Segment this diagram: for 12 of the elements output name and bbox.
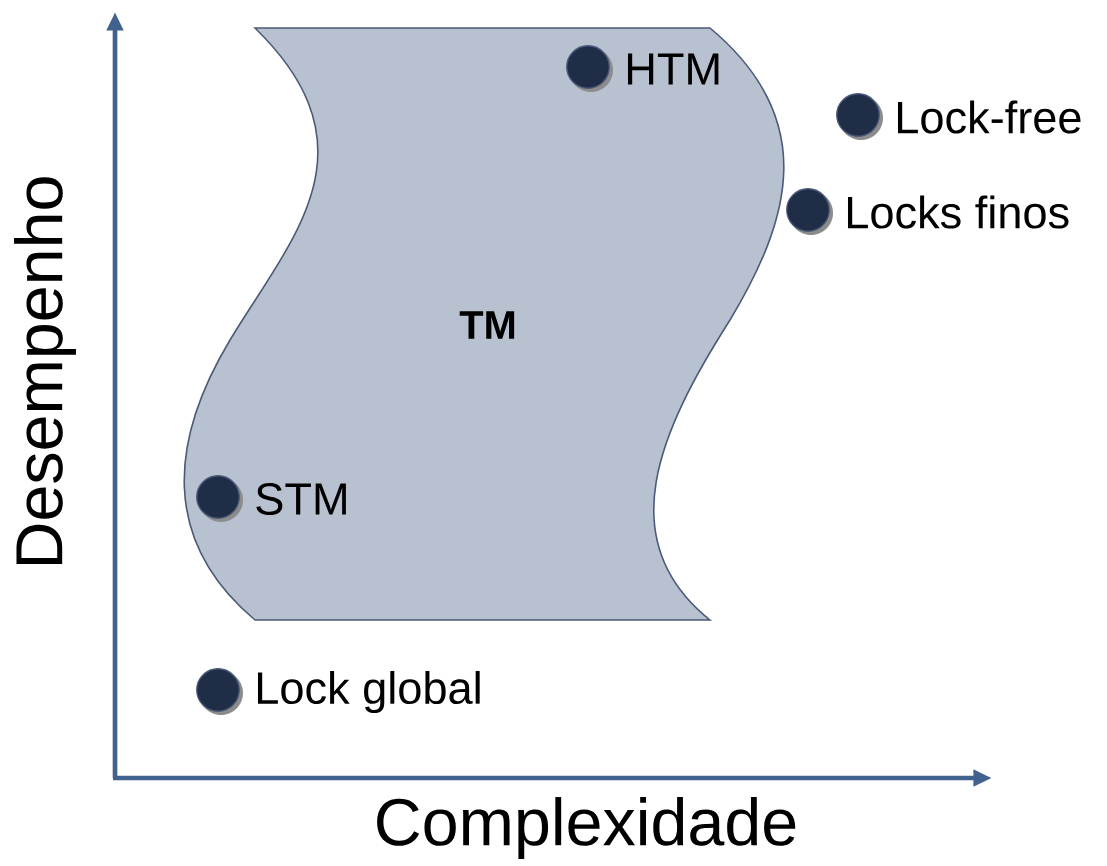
dot-label: Lock global (258, 670, 480, 714)
dot (786, 188, 833, 235)
dot (566, 45, 613, 92)
dot-label: Locks finos (848, 195, 1069, 229)
dot-label: STM (256, 483, 346, 515)
dot-label: HTM (628, 53, 719, 85)
dot (836, 93, 883, 140)
dot (196, 475, 243, 522)
dot (196, 668, 243, 715)
axis-label: Complexidade (377, 797, 796, 859)
axis-label: Desempenho (14, 177, 76, 565)
dot-label: Lock-free (898, 100, 1081, 134)
